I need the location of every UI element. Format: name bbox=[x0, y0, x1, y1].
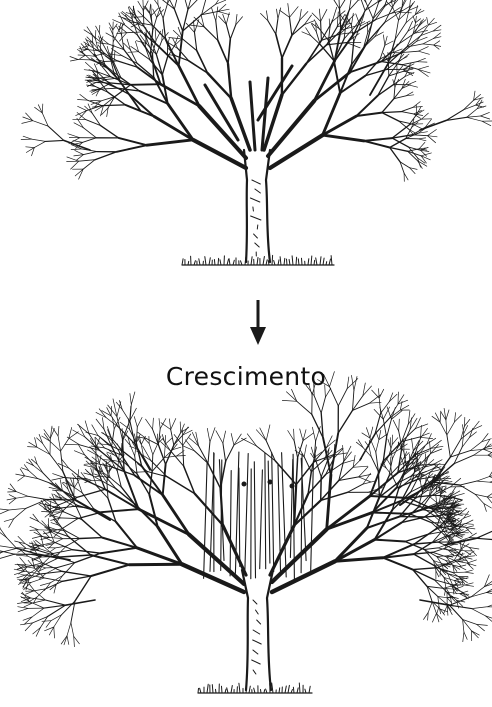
pruned-tree-illustration bbox=[21, 0, 492, 265]
caption-label: Crescimento bbox=[0, 362, 492, 391]
grown-tree-illustration bbox=[0, 372, 492, 693]
down-arrow-icon bbox=[250, 300, 266, 345]
